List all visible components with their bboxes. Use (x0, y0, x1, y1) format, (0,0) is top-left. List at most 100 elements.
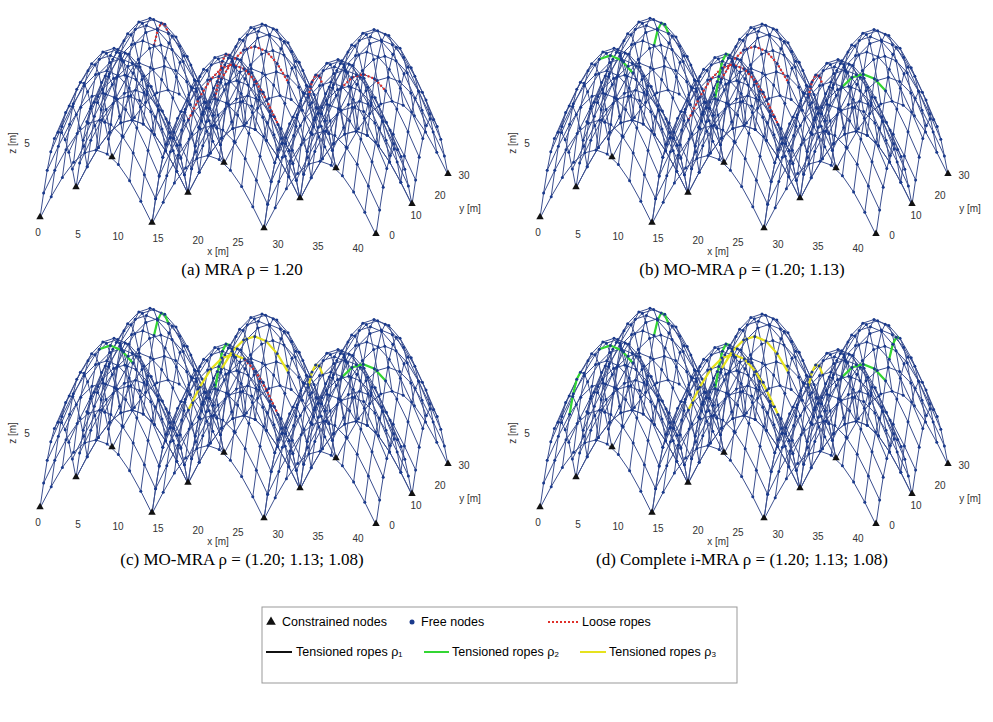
free-node (152, 18, 155, 21)
free-node (87, 122, 90, 125)
free-node (762, 91, 765, 94)
free-node (107, 75, 110, 78)
free-node (167, 322, 170, 325)
free-node (803, 92, 806, 95)
free-node (141, 329, 144, 332)
free-node (751, 205, 754, 208)
free-node (104, 74, 107, 77)
free-node (691, 111, 694, 114)
free-node (661, 110, 664, 113)
free-node (798, 105, 801, 108)
free-node (822, 69, 825, 72)
free-node (372, 58, 375, 61)
free-node (649, 66, 652, 69)
free-node (631, 62, 634, 65)
free-node (621, 134, 624, 137)
free-node (635, 126, 638, 129)
constrained-node (408, 200, 415, 206)
free-node (123, 74, 126, 77)
free-node (787, 175, 790, 178)
free-node (887, 76, 890, 79)
free-node (295, 125, 298, 128)
free-node (115, 341, 118, 344)
free-node (644, 101, 647, 104)
free-node (874, 141, 877, 144)
free-node (885, 139, 888, 142)
free-node (787, 41, 790, 44)
free-node (772, 84, 775, 87)
free-node (71, 105, 74, 108)
grid-rope (197, 58, 233, 159)
free-node (399, 47, 402, 50)
free-node (677, 154, 680, 157)
free-node (832, 83, 835, 86)
free-node (199, 127, 202, 130)
grid-rope (565, 59, 677, 145)
grid-rope (401, 92, 437, 183)
free-node (225, 52, 228, 55)
free-node (184, 166, 187, 169)
free-node (624, 52, 627, 55)
free-node (609, 54, 612, 57)
free-node (260, 52, 263, 55)
free-node (273, 115, 276, 118)
free-node (317, 112, 320, 115)
free-node (917, 90, 920, 93)
free-node (294, 60, 297, 63)
free-node (100, 398, 103, 401)
free-node (654, 197, 657, 200)
free-node (878, 127, 881, 130)
free-node (141, 78, 144, 81)
free-node (779, 47, 782, 50)
grid-rope (677, 64, 789, 150)
free-node (720, 136, 723, 139)
free-node (343, 133, 346, 136)
free-node (186, 99, 189, 102)
free-node (177, 154, 180, 157)
free-node (321, 83, 324, 86)
free-node (236, 114, 239, 117)
free-node (97, 95, 100, 98)
free-node (109, 123, 112, 126)
free-node (711, 140, 714, 143)
free-node (661, 156, 664, 159)
free-node (392, 142, 395, 145)
free-node (341, 85, 344, 88)
free-node (205, 396, 208, 399)
free-node (75, 113, 78, 116)
free-node (796, 172, 799, 175)
free-node (845, 145, 848, 148)
free-node (143, 91, 146, 94)
free-node (792, 134, 795, 137)
free-node (377, 105, 380, 108)
grid-rope (742, 91, 778, 186)
free-node (833, 134, 836, 137)
free-node (374, 96, 377, 99)
free-node (381, 119, 384, 122)
free-node (781, 142, 784, 145)
free-node (827, 132, 830, 135)
free-node (175, 460, 178, 463)
free-node (709, 152, 712, 155)
free-node (157, 109, 160, 112)
free-node (792, 116, 795, 119)
free-node (745, 48, 748, 51)
free-node (61, 176, 64, 179)
free-node (597, 95, 600, 98)
free-node (766, 203, 769, 206)
constrained-node (332, 164, 339, 170)
free-node (669, 136, 672, 139)
free-node (53, 137, 56, 140)
free-node (641, 78, 644, 81)
free-node (363, 77, 366, 80)
free-node (788, 149, 791, 152)
highlighted-rope (715, 54, 729, 99)
free-node (735, 97, 738, 100)
free-node (139, 66, 142, 69)
free-node (857, 127, 860, 130)
free-node (638, 99, 641, 102)
grid-rope (69, 75, 181, 158)
free-node (262, 135, 265, 138)
free-node (829, 119, 832, 122)
free-node (64, 111, 67, 114)
